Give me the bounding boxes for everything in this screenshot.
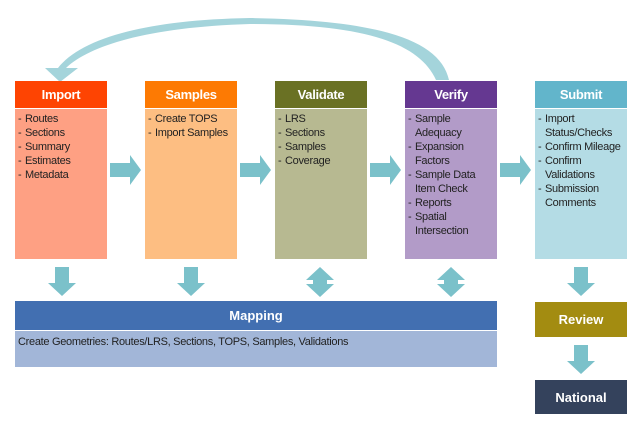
stage-validate-title: Validate xyxy=(275,81,367,109)
stage-list-item: Expansion Factors xyxy=(408,140,495,168)
stage-samples-items: Create TOPSImport Samples xyxy=(148,112,235,140)
stage-list-item: Samples xyxy=(278,140,365,154)
mapping-box: Mapping Create Geometries: Routes/LRS, S… xyxy=(15,301,497,367)
arrow-review-to-national xyxy=(567,345,595,374)
stage-list-item: Metadata xyxy=(18,168,105,182)
arrow-samples-to-mapping xyxy=(177,267,205,296)
stage-list-item: Routes xyxy=(18,112,105,126)
arrow-import-to-mapping xyxy=(48,267,76,296)
stage-list-item: Coverage xyxy=(278,154,365,168)
stage-list-item: Import Status/Checks xyxy=(538,112,625,140)
stage-list-item: Reports xyxy=(408,196,495,210)
arrow-import-to-samples xyxy=(110,155,141,185)
stage-verify: Verify Sample AdequacyExpansion FactorsS… xyxy=(405,81,497,259)
review-box: Review xyxy=(535,302,627,337)
stage-list-item: Summary xyxy=(18,140,105,154)
stage-verify-title: Verify xyxy=(405,81,497,109)
stage-samples: Samples Create TOPSImport Samples xyxy=(145,81,237,259)
stage-submit-title: Submit xyxy=(535,81,627,109)
feedback-curve-arrow xyxy=(45,18,449,82)
stage-list-item: Spatial Intersection xyxy=(408,210,495,238)
stage-submit: Submit Import Status/ChecksConfirm Milea… xyxy=(535,81,627,259)
stage-validate: Validate LRSSectionsSamplesCoverage xyxy=(275,81,367,259)
arrow-submit-to-review xyxy=(567,267,595,296)
stage-list-item: Create TOPS xyxy=(148,112,235,126)
stage-list-item: Estimates xyxy=(18,154,105,168)
stage-list-item: LRS xyxy=(278,112,365,126)
stage-list-item: Confirm Validations xyxy=(538,154,625,182)
stage-verify-items: Sample AdequacyExpansion FactorsSample D… xyxy=(408,112,495,238)
stage-samples-title: Samples xyxy=(145,81,237,109)
arrow-validate-to-verify xyxy=(370,155,401,185)
stage-list-item: Sample Adequacy xyxy=(408,112,495,140)
mapping-description: Create Geometries: Routes/LRS, Sections,… xyxy=(15,331,497,367)
stage-list-item: Confirm Mileage xyxy=(538,140,625,154)
stage-submit-items: Import Status/ChecksConfirm MileageConfi… xyxy=(538,112,625,210)
arrow-verify-to-submit xyxy=(500,155,531,185)
stage-list-item: Sections xyxy=(278,126,365,140)
national-box: National xyxy=(535,380,627,414)
mapping-title: Mapping xyxy=(15,301,497,331)
stage-import: Import RoutesSectionsSummaryEstimatesMet… xyxy=(15,81,107,259)
arrow-verify-mapping-bidirectional xyxy=(437,267,465,297)
stage-list-item: Import Samples xyxy=(148,126,235,140)
stage-import-items: RoutesSectionsSummaryEstimatesMetadata xyxy=(18,112,105,182)
stage-list-item: Submission Comments xyxy=(538,182,625,210)
arrow-validate-mapping-bidirectional xyxy=(306,267,334,297)
stage-validate-items: LRSSectionsSamplesCoverage xyxy=(278,112,365,168)
stage-import-title: Import xyxy=(15,81,107,109)
arrow-samples-to-validate xyxy=(240,155,271,185)
stage-list-item: Sample Data Item Check xyxy=(408,168,495,196)
stage-list-item: Sections xyxy=(18,126,105,140)
